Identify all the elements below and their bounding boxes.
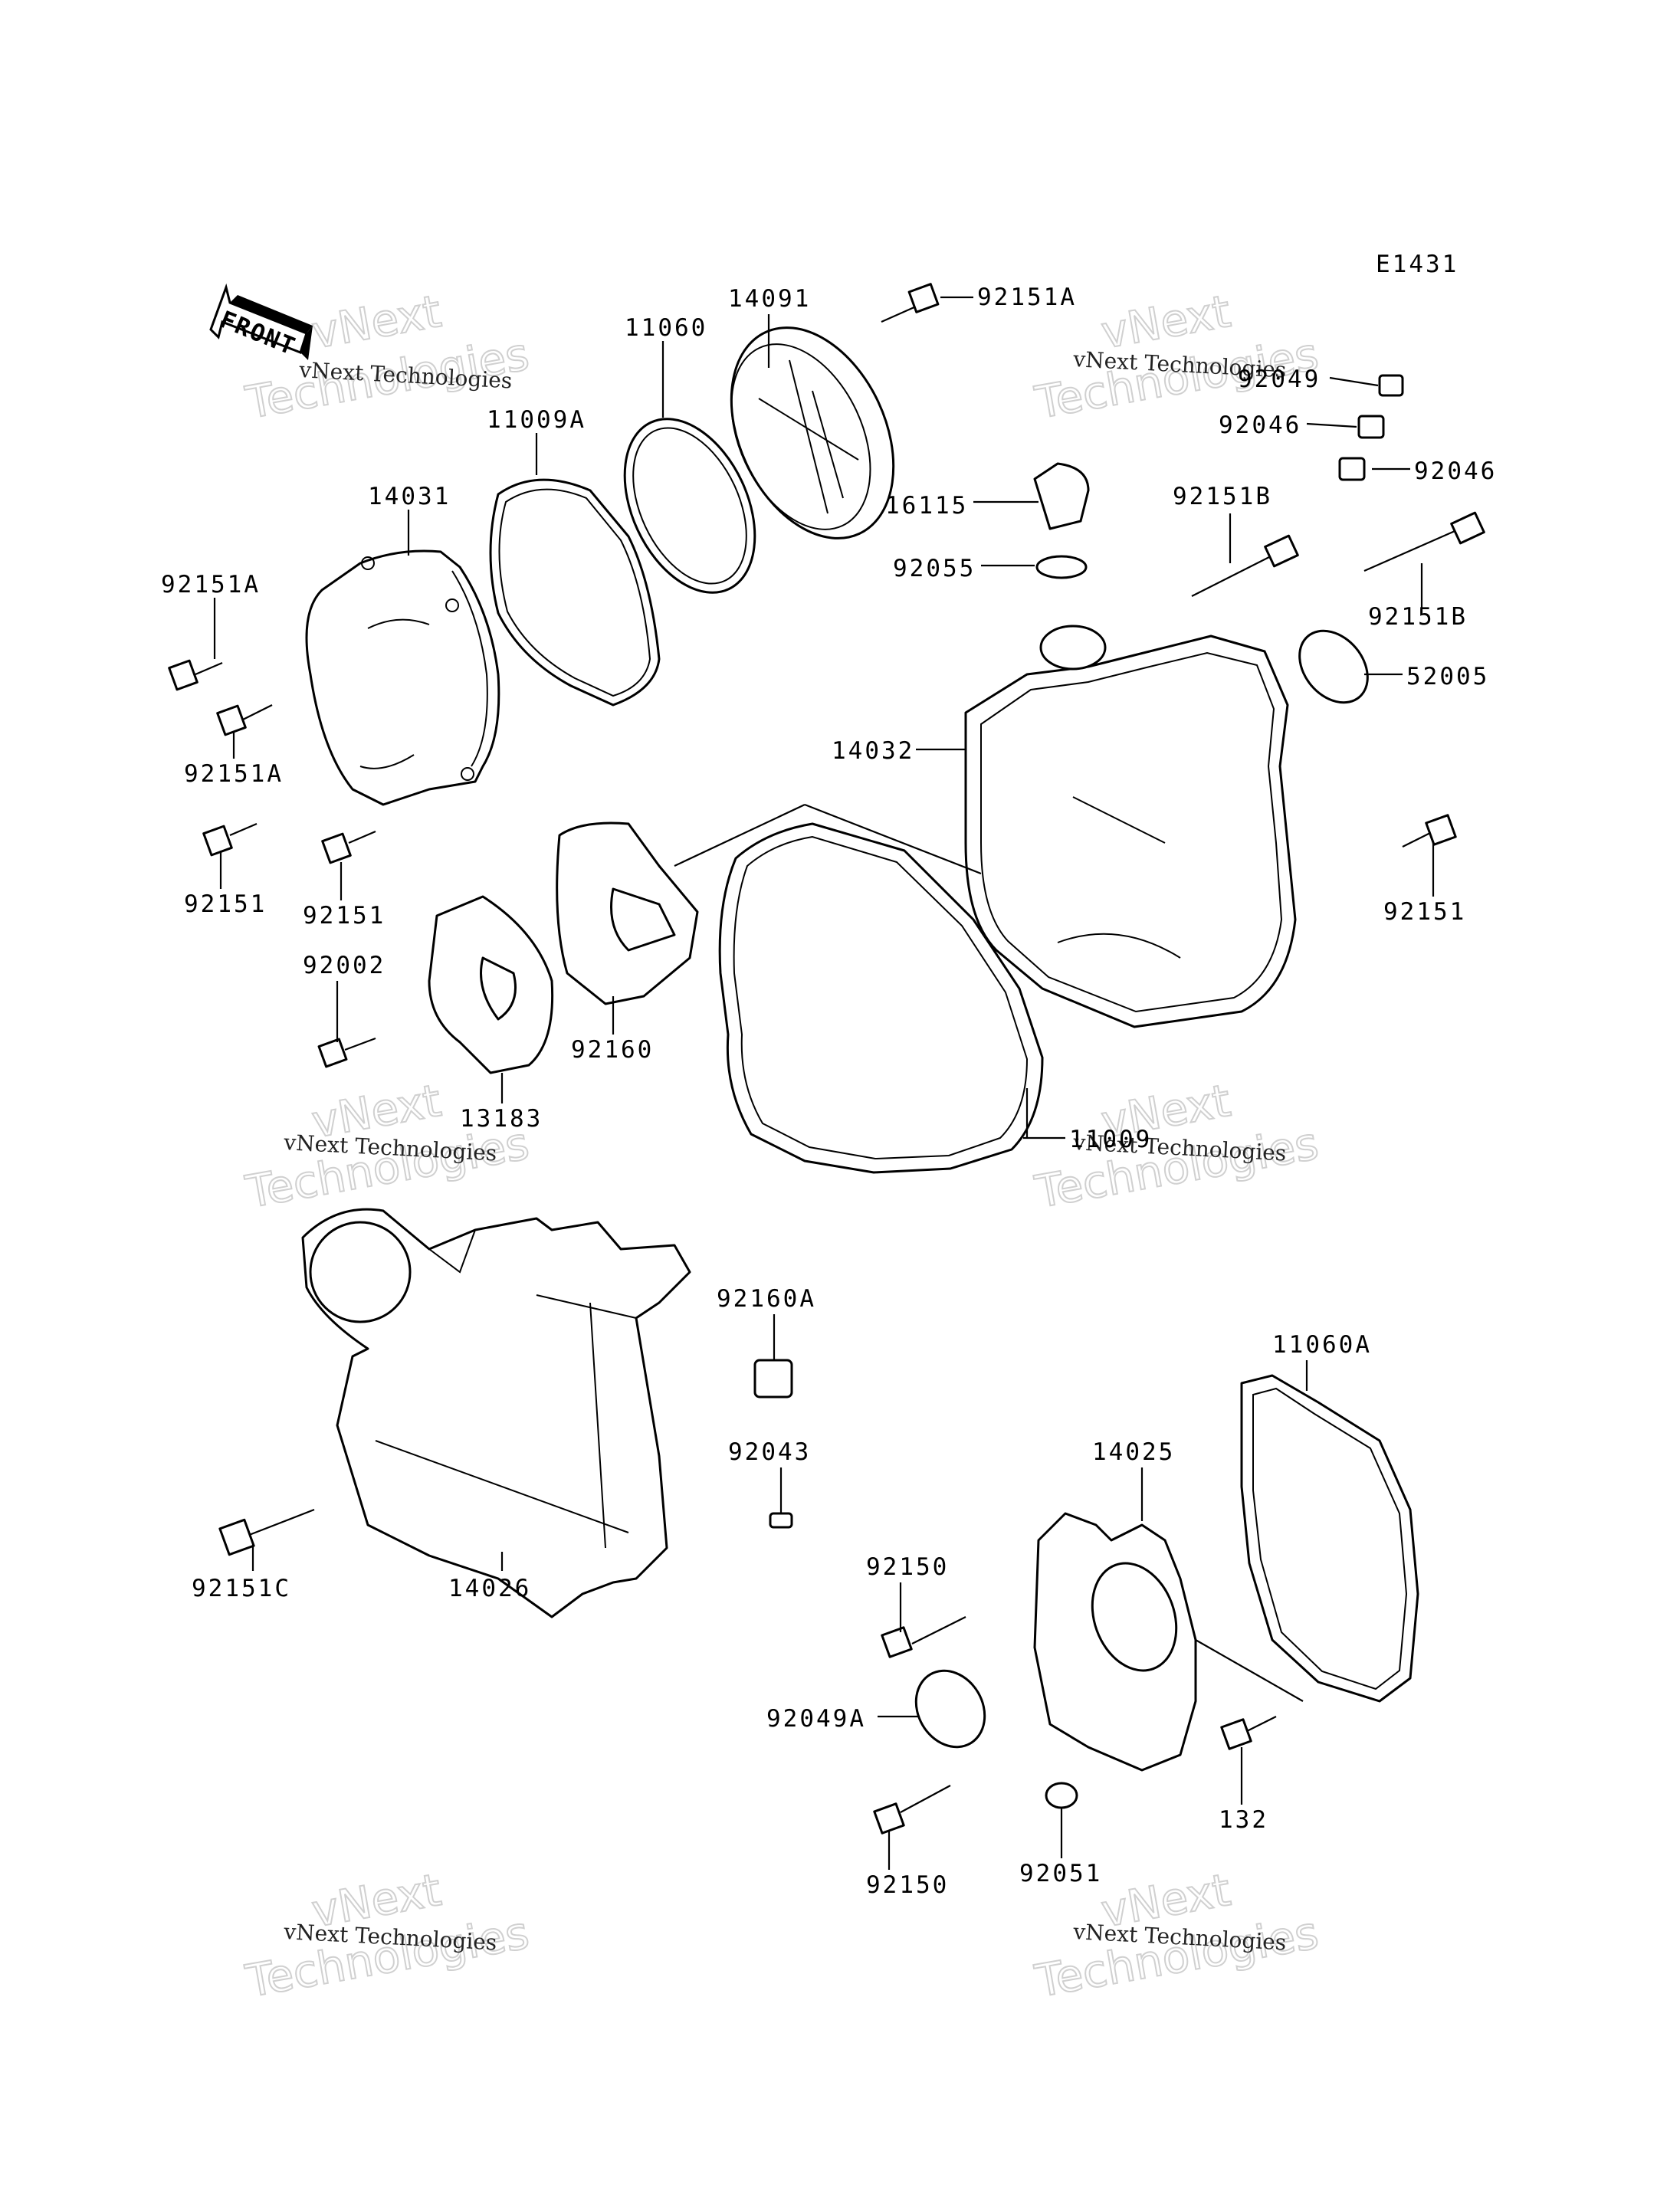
- label-92002: 92002: [303, 952, 386, 979]
- front-arrow-icon: FRONT: [209, 283, 313, 361]
- label-92046-a: 92046: [1219, 412, 1301, 439]
- part-92043-pin: [769, 1512, 793, 1529]
- label-92055: 92055: [893, 555, 976, 582]
- label-92151-mid: 92151: [303, 902, 386, 930]
- bolt-92150-b-icon: [873, 1785, 951, 1835]
- bolt-92150-a-icon: [881, 1616, 966, 1658]
- label-92151-left: 92151: [184, 890, 267, 918]
- label-132: 132: [1219, 1806, 1268, 1834]
- part-92049-cap: [1378, 374, 1404, 397]
- part-11060-oring-inner: [632, 427, 747, 585]
- part-92160A-spacer: [753, 1359, 793, 1399]
- part-13183-bracket: [428, 895, 554, 1074]
- diagram-code: E1431: [1376, 251, 1459, 278]
- bolt-92002-icon: [317, 1037, 376, 1068]
- label-92151C: 92151C: [192, 1575, 291, 1602]
- label-92046-b: 92046: [1414, 457, 1497, 485]
- part-14026-cover: [301, 1208, 691, 1618]
- label-14025: 14025: [1092, 1438, 1175, 1466]
- label-92150-b: 92150: [866, 1871, 949, 1899]
- label-92151A-top: 92151A: [977, 284, 1077, 311]
- label-92051: 92051: [1019, 1860, 1102, 1887]
- part-92051-seal: [1045, 1782, 1078, 1809]
- part-14091-cap: [730, 326, 895, 539]
- part-11009-gasket-inner: [733, 835, 1029, 1160]
- label-11060: 11060: [625, 314, 707, 342]
- label-11009: 11009: [1069, 1126, 1152, 1153]
- label-92043: 92043: [728, 1438, 811, 1466]
- label-92151A-left: 92151A: [161, 571, 261, 598]
- part-11009-gasket: [718, 822, 1044, 1174]
- part-92049A-seal: [914, 1669, 986, 1749]
- label-14026: 14026: [448, 1575, 531, 1602]
- bolt-92151-left-icon: [202, 822, 258, 857]
- label-92049A: 92049A: [766, 1705, 866, 1733]
- bolt-92151-mid-icon: [321, 830, 376, 864]
- label-92160A: 92160A: [717, 1285, 816, 1313]
- part-92055-oring: [1035, 555, 1088, 579]
- part-14032-case: [964, 625, 1297, 1028]
- bolt-92151A-top-icon: [881, 283, 940, 323]
- part-52005-seal: [1298, 629, 1369, 704]
- part-labels: 14091 92151A 11060 11009A 14031 92151A 9…: [161, 284, 1497, 1899]
- bolt-92151B-a-icon: [1191, 534, 1299, 597]
- label-52005: 52005: [1406, 663, 1489, 690]
- label-11060A: 11060A: [1272, 1331, 1372, 1359]
- part-11060-oring: [623, 418, 756, 594]
- label-92151A-left2: 92151A: [184, 760, 284, 788]
- label-14091: 14091: [728, 285, 811, 313]
- part-92046a-bearing: [1357, 415, 1385, 439]
- part-92046b-bearing: [1338, 457, 1366, 481]
- bolt-132-icon: [1220, 1716, 1277, 1750]
- bolt-92151A-left2-icon: [216, 704, 273, 736]
- bolt-92151B-b-icon: [1363, 511, 1485, 572]
- bolt-92151C-icon: [218, 1508, 315, 1556]
- label-16115: 16115: [885, 492, 968, 520]
- part-14031-cover: [305, 549, 500, 806]
- label-11009A: 11009A: [487, 406, 586, 434]
- label-14032: 14032: [832, 737, 914, 765]
- label-92160: 92160: [571, 1036, 654, 1064]
- part-11060A-gasket-inner: [1252, 1387, 1408, 1690]
- leader-lines: [213, 296, 1435, 1870]
- label-92151-right: 92151: [1383, 898, 1466, 926]
- label-92151B-a: 92151B: [1173, 483, 1272, 510]
- label-92150-a: 92150: [866, 1553, 949, 1581]
- label-14031: 14031: [368, 483, 451, 510]
- label-13183: 13183: [460, 1105, 543, 1133]
- bolt-92151-right-icon: [1402, 814, 1457, 848]
- part-92160-plate: [556, 821, 699, 1005]
- label-92049: 92049: [1238, 366, 1321, 393]
- part-14025-seal-bore: [1091, 1562, 1178, 1672]
- part-11009A-gasket: [489, 478, 661, 707]
- bolt-92151A-left-icon: [168, 659, 223, 691]
- label-92151B-b: 92151B: [1368, 603, 1468, 631]
- part-16115-plug: [1033, 462, 1090, 530]
- part-11060A-gasket: [1240, 1374, 1419, 1703]
